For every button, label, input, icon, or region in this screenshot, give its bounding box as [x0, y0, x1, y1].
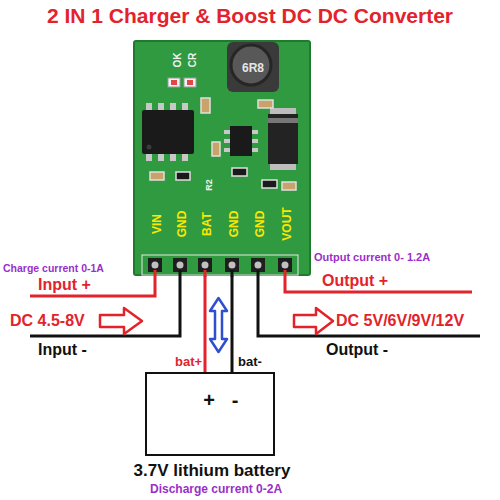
- output-positive-wire: [285, 270, 472, 292]
- pin-name: VOUT: [281, 207, 293, 240]
- current-note: Discharge current 0-2A: [150, 483, 282, 495]
- pin-name: VIN: [151, 214, 163, 234]
- led-label: CR: [188, 53, 198, 67]
- pin-name: GND: [254, 211, 266, 238]
- battery-wire: [231, 276, 234, 372]
- pin-name: BAT: [201, 212, 213, 236]
- voltage-label: DC 4.5-8V: [10, 313, 85, 329]
- terminal-label: Output -: [326, 342, 388, 358]
- polarity-mark: -: [232, 390, 239, 410]
- terminal-label: Input -: [38, 342, 87, 358]
- battery-wire: [204, 276, 207, 372]
- led-label: OK: [173, 53, 183, 68]
- direction-arrow: [294, 308, 333, 334]
- terminal-label: Input +: [38, 277, 91, 293]
- part-label: R2: [205, 179, 214, 191]
- output-negative-wire: [258, 270, 480, 336]
- wire-label: bat-: [238, 355, 262, 368]
- part-label: 6R8: [242, 62, 264, 74]
- circuit-board: 6R8 OK CR R2VIN GND BAT GND GND VOUT: [133, 40, 311, 276]
- battery-heading: 3.7V lithium battery: [134, 462, 291, 479]
- polarity-mark: +: [203, 390, 215, 410]
- current-note: Charge current 0-1A: [3, 263, 104, 274]
- voltage-label: DC 5V/6V/9V/12V: [336, 313, 464, 329]
- current-note: Output current 0- 1.2A: [314, 252, 430, 263]
- diagram-title: 2 IN 1 Charger & Boost DC DC Converter: [0, 5, 500, 26]
- pin-name: GND: [176, 211, 188, 238]
- pin-name: GND: [228, 211, 240, 238]
- direction-arrow: [100, 308, 142, 334]
- wire-label: bat+: [175, 355, 202, 368]
- inductor-symbol: 6R8: [227, 42, 279, 92]
- terminal-label: Output +: [322, 273, 388, 289]
- charge-discharge-arrow: [210, 298, 227, 352]
- battery-box: +-3.7V lithium battery: [145, 372, 275, 456]
